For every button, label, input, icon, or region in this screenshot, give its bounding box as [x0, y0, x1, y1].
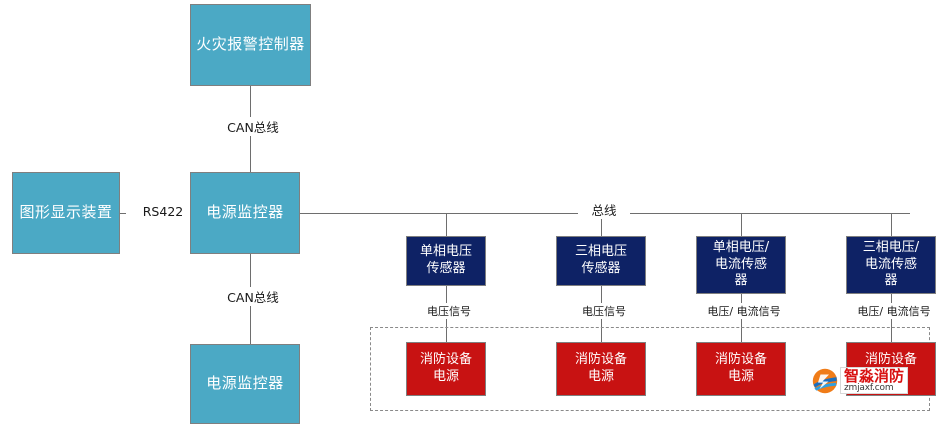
node-fire-equipment-power-4[interactable]: 消防设备 电源	[846, 342, 936, 396]
edge-label-signal-4: 电压/ 电流信号	[836, 303, 942, 319]
node-sensor-single-phase-voltage-current[interactable]: 单相电压/ 电流传感 器	[696, 236, 786, 294]
node-graphic-display-device[interactable]: 图形显示装置	[12, 172, 120, 254]
edge-label-can-bus-bottom: CAN总线	[213, 287, 293, 306]
node-sensor-single-phase-voltage[interactable]: 单相电压 传感器	[406, 236, 486, 286]
edge-label-main-bus: 总线	[578, 200, 630, 219]
node-sensor-three-phase-voltage[interactable]: 三相电压 传感器	[556, 236, 646, 286]
edge-label-can-bus-top: CAN总线	[213, 117, 293, 136]
edge-label-rs422: RS422	[126, 204, 200, 219]
connector-bus-to-sensor-1	[446, 213, 447, 236]
node-power-monitor-secondary[interactable]: 电源监控器	[190, 344, 300, 424]
edge-label-signal-1: 电压信号	[406, 303, 492, 319]
connector-alarm-to-monitor	[250, 86, 251, 190]
node-power-monitor-main[interactable]: 电源监控器	[190, 172, 300, 254]
node-fire-equipment-power-3[interactable]: 消防设备 电源	[696, 342, 786, 396]
edge-label-signal-2: 电压信号	[561, 303, 647, 319]
node-fire-equipment-power-2[interactable]: 消防设备 电源	[556, 342, 646, 396]
node-fire-alarm-controller[interactable]: 火灾报警控制器	[190, 4, 311, 86]
connector-bus-to-sensor-3	[741, 213, 742, 236]
node-fire-equipment-power-1[interactable]: 消防设备 电源	[406, 342, 486, 396]
edge-label-signal-3: 电压/ 电流信号	[686, 303, 802, 319]
node-sensor-three-phase-voltage-current[interactable]: 三相电压/ 电流传感 器	[846, 236, 936, 294]
connector-bus-to-sensor-4	[891, 213, 892, 236]
connector-bus-to-sensor-2	[601, 213, 602, 236]
